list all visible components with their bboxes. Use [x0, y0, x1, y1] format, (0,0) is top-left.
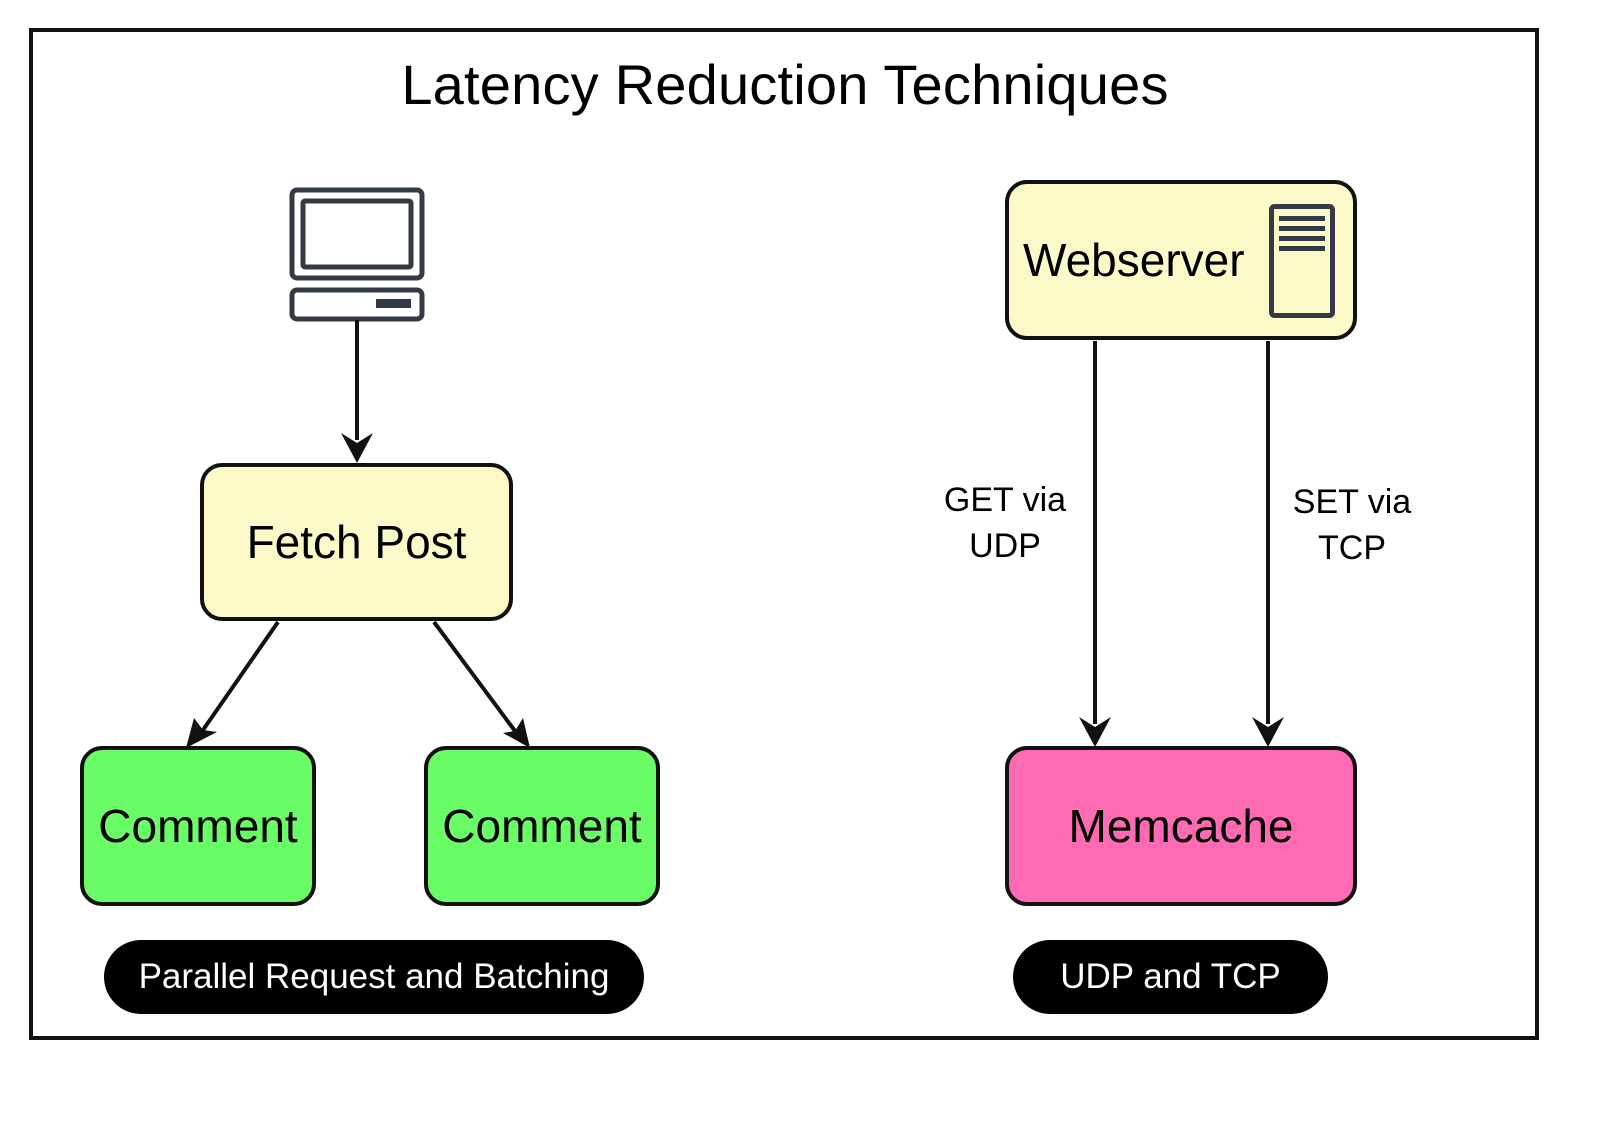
- memcache-node: Memcache: [1005, 746, 1357, 906]
- get-label-line2: UDP: [969, 527, 1041, 565]
- caption-right-text: UDP and TCP: [1060, 957, 1281, 996]
- comment-left-label: Comment: [98, 800, 298, 852]
- fetch-post-node: Fetch Post: [200, 463, 513, 621]
- server-icon: [1269, 204, 1335, 318]
- caption-parallel-batching: Parallel Request and Batching: [104, 940, 644, 1014]
- diagram-frame: [29, 28, 1539, 1040]
- fetch-post-label: Fetch Post: [246, 516, 467, 568]
- edge-get-udp: [1079, 341, 1111, 747]
- diagram-title: Latency Reduction Techniques: [401, 53, 1169, 116]
- computer-icon: [289, 187, 425, 322]
- edge-computer-fetch: [341, 320, 373, 463]
- get-label-line1: GET via: [943, 481, 1067, 519]
- set-via-tcp-label: SET via TCP: [1272, 479, 1432, 571]
- comment-right-label: Comment: [442, 800, 642, 852]
- set-label-line2: TCP: [1318, 529, 1386, 567]
- get-via-udp-label: GET via UDP: [925, 477, 1085, 569]
- set-label-line1: SET via: [1292, 483, 1412, 521]
- comment-node-right: Comment: [424, 746, 660, 906]
- edge-fetch-comment-left: [186, 620, 280, 748]
- memcache-label: Memcache: [1068, 800, 1294, 852]
- webserver-node: Webserver: [1005, 180, 1357, 340]
- edge-set-tcp: [1252, 341, 1284, 747]
- webserver-label: Webserver: [1023, 234, 1245, 286]
- comment-node-left: Comment: [80, 746, 316, 906]
- caption-left-text: Parallel Request and Batching: [138, 957, 610, 996]
- edge-fetch-comment-right: [432, 620, 530, 748]
- caption-udp-tcp: UDP and TCP: [1013, 940, 1328, 1014]
